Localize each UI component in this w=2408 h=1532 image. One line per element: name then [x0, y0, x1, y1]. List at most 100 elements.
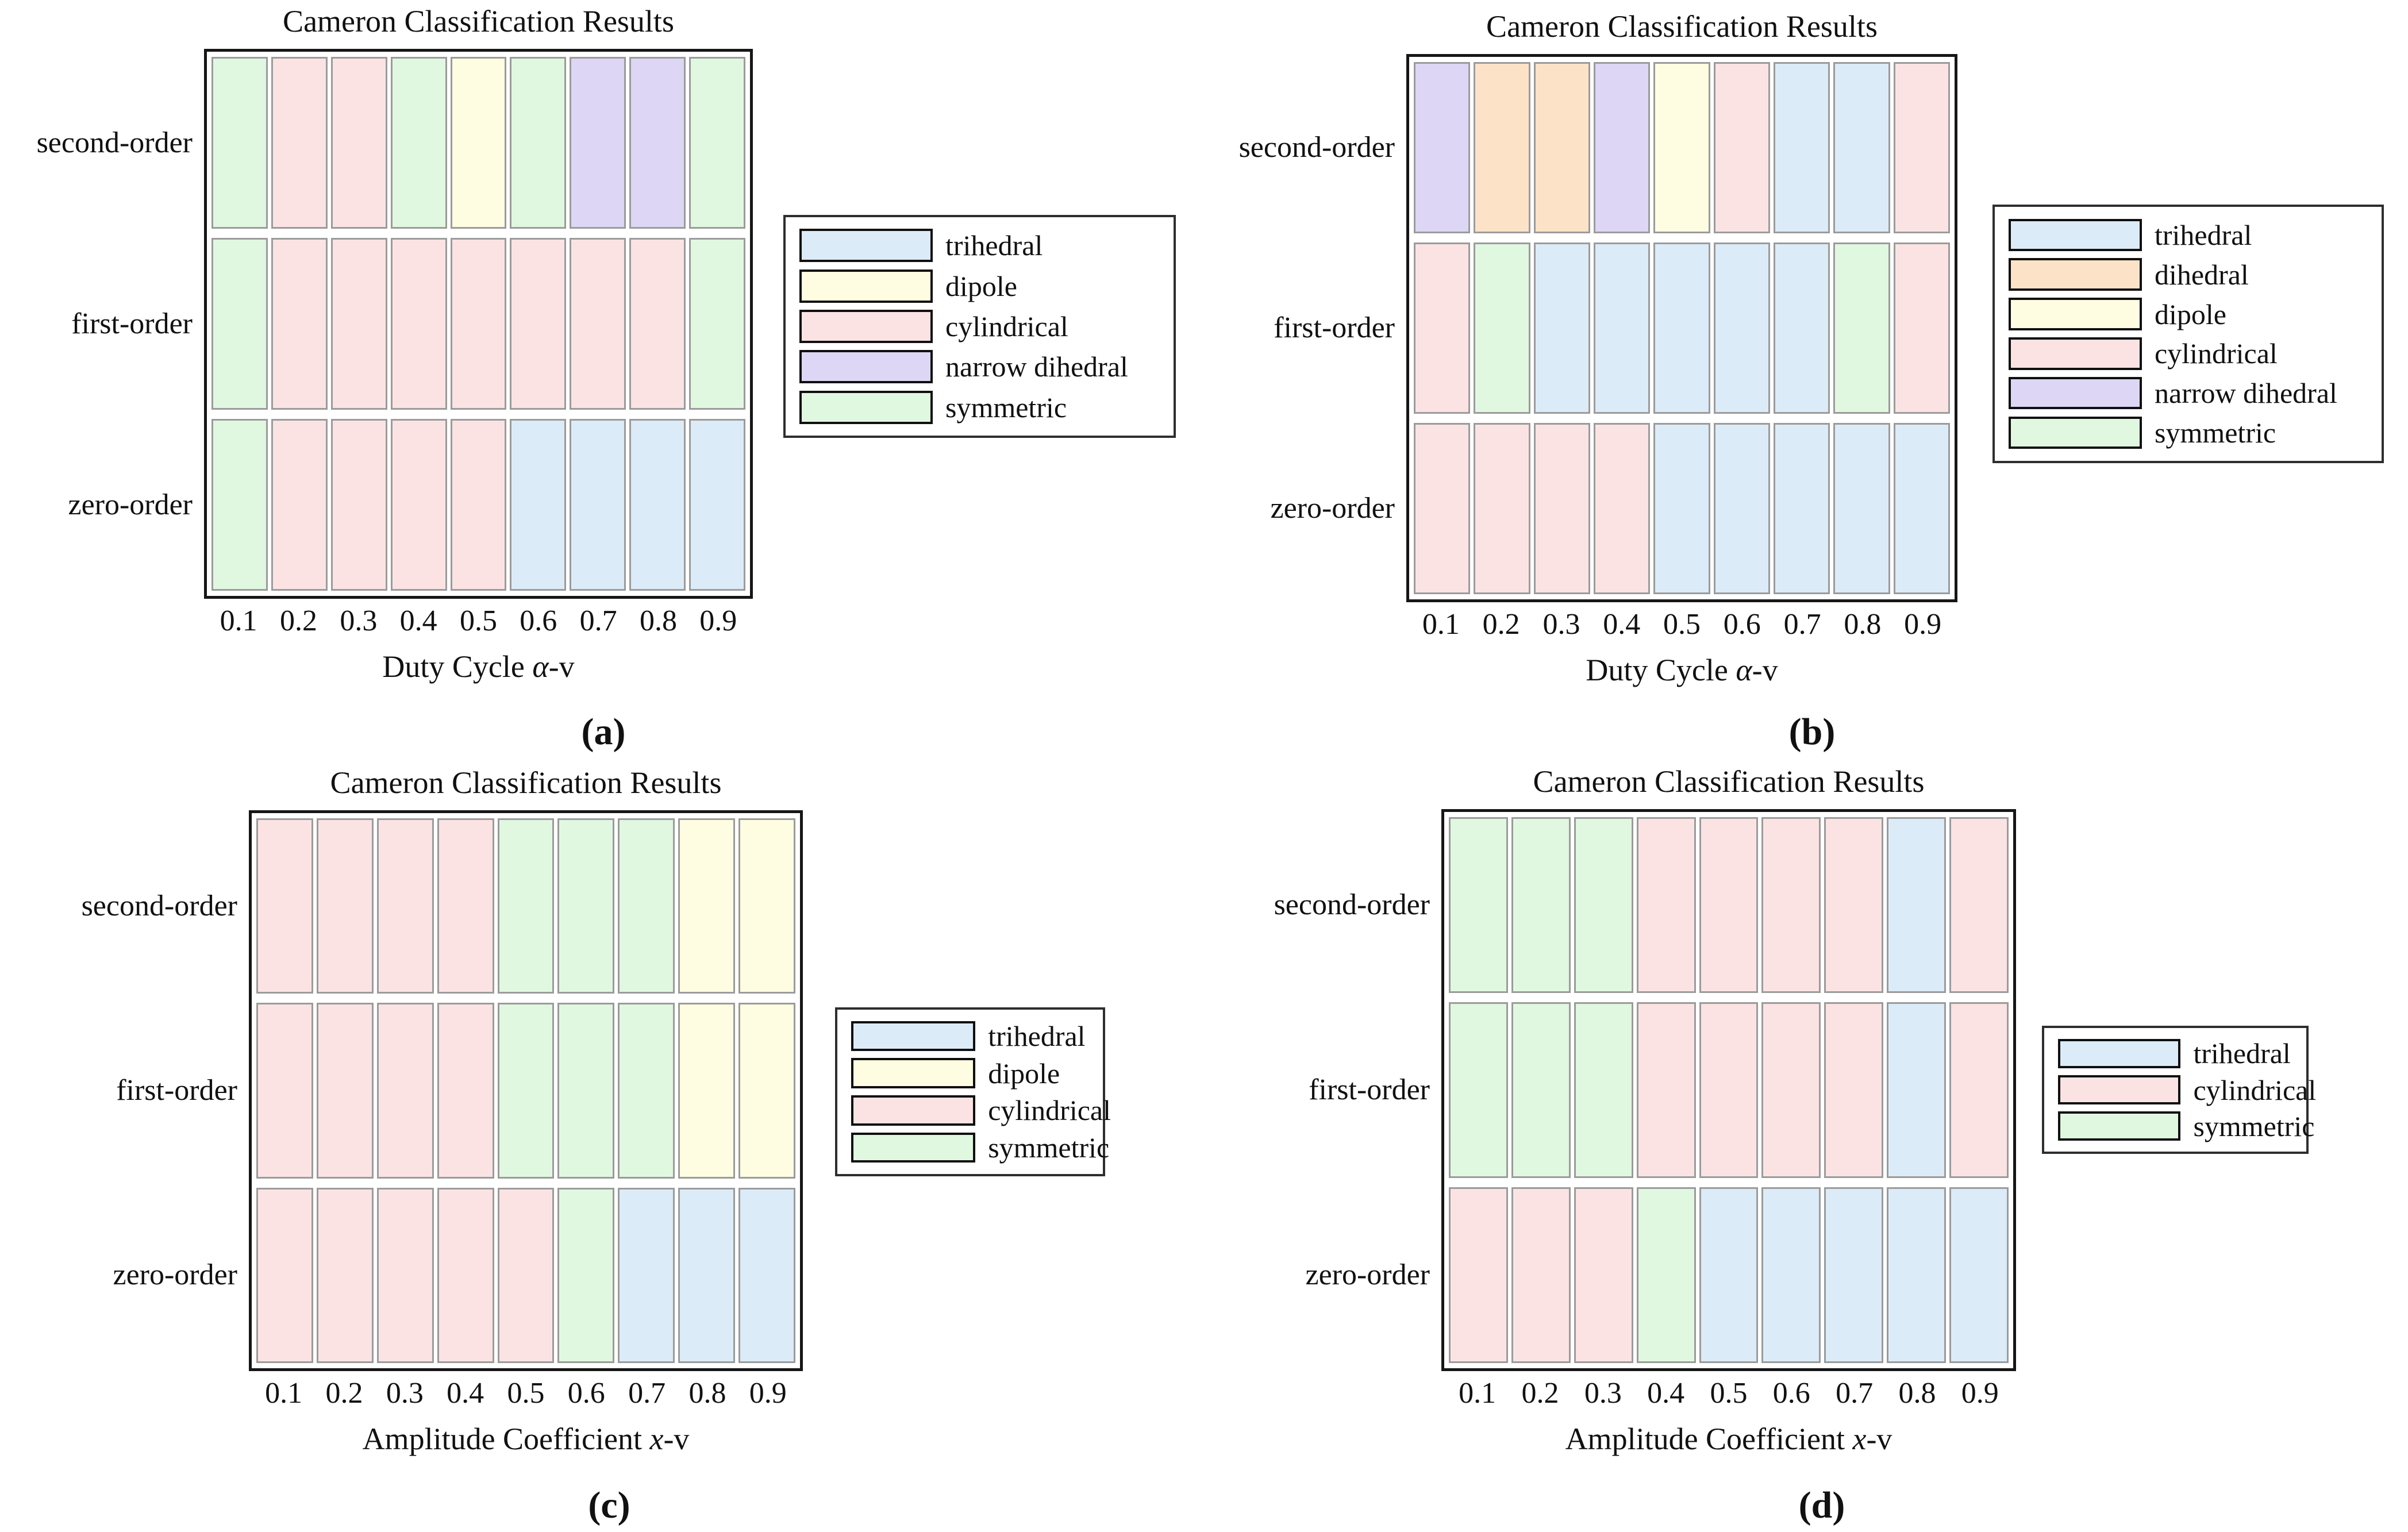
x-tick-label: 0.9	[749, 1377, 787, 1410]
grid-cell	[1511, 1002, 1571, 1178]
row-label: first-order	[116, 1074, 237, 1107]
x-tick-label: 0.2	[1521, 1377, 1559, 1410]
grid-cell	[1414, 242, 1471, 414]
legend-swatch	[2009, 337, 2142, 370]
grid-cell	[1833, 423, 1890, 594]
legend-entry: trihedral	[851, 1021, 1089, 1052]
grid-cell	[1699, 1187, 1759, 1363]
legend-entry: cylindrical	[2009, 337, 2368, 370]
chart-title: Cameron Classification Results	[1533, 764, 1925, 799]
grid-cell	[557, 818, 615, 994]
grid-cell	[1533, 62, 1590, 233]
legend-entry: symmetric	[2058, 1111, 2315, 1142]
x-tick-label: 0.9	[699, 605, 737, 637]
grid-cell	[510, 238, 567, 410]
legend-label: dipole	[2155, 298, 2226, 330]
row-band	[211, 57, 746, 229]
row-label: zero-order	[1305, 1258, 1430, 1291]
grid-cell	[1713, 423, 1770, 594]
grid-cell	[1699, 1002, 1759, 1178]
grid-cell	[1653, 423, 1710, 594]
row-label: second-order	[81, 889, 237, 922]
grid-cell	[211, 57, 268, 229]
grid-cell	[1824, 817, 1884, 993]
grid-cell	[497, 1003, 555, 1179]
grid-cell	[437, 1187, 494, 1363]
row-label: first-order	[1309, 1073, 1430, 1106]
x-axis-symbol: x	[649, 1422, 664, 1456]
grid-cell	[316, 818, 374, 994]
grid-cell	[1533, 423, 1590, 594]
legend-label: narrow dihedral	[945, 351, 1128, 383]
legend-entry: symmetric	[799, 390, 1160, 424]
grid-cell	[689, 238, 746, 410]
grid-cell	[1773, 62, 1830, 233]
grid-cell	[738, 1187, 796, 1363]
legend-swatch	[799, 309, 933, 343]
legend-label: dipole	[988, 1057, 1060, 1090]
x-axis-label-text: -v	[1752, 653, 1778, 687]
chart-title: Cameron Classification Results	[330, 765, 722, 800]
grid-cell	[316, 1187, 374, 1363]
row-band	[256, 818, 796, 994]
plot-box	[1441, 809, 2016, 1371]
row-label: zero-order	[68, 488, 193, 521]
x-tick-label: 0.2	[279, 605, 317, 637]
grid-cell	[1636, 817, 1696, 993]
grid-cell	[1414, 423, 1471, 594]
x-tick-label: 0.9	[1961, 1377, 1999, 1410]
legend-box: trihedral dihedral dipole cylindrical narrow…	[1992, 205, 2384, 463]
x-tick-label: 0.4	[1647, 1377, 1685, 1410]
legend-swatch	[2009, 218, 2142, 251]
x-tick-label: 0.2	[325, 1377, 363, 1410]
row-label: zero-order	[113, 1258, 237, 1292]
plot-box	[204, 49, 753, 599]
grid-cell	[1593, 423, 1651, 594]
legend-label: cylindrical	[2193, 1073, 2317, 1106]
grid-cell	[1773, 242, 1830, 414]
grid-cell	[1449, 1002, 1508, 1178]
x-tick-label: 0.8	[1844, 608, 1882, 641]
x-axis-label-text: -v	[548, 649, 575, 684]
row-band	[256, 1187, 796, 1363]
legend-swatch	[2058, 1038, 2181, 1068]
grid-cell	[1824, 1187, 1884, 1363]
legend-entry: dihedral	[2009, 258, 2368, 291]
grid-cell	[510, 57, 567, 229]
grid-cell	[1949, 817, 2009, 993]
x-tick-label: 0.6	[520, 605, 557, 637]
row-band	[256, 1003, 796, 1179]
grid-cell	[1593, 242, 1651, 414]
legend-label: narrow dihedral	[2155, 377, 2337, 410]
x-axis-symbol: x	[1852, 1422, 1867, 1456]
legend-swatch	[2009, 258, 2142, 291]
grid-cell	[450, 419, 507, 591]
grid-cell	[570, 57, 626, 229]
grid-cell	[618, 1003, 675, 1179]
x-tick-label: 0.6	[567, 1377, 605, 1410]
row-band	[1414, 242, 1950, 414]
grid-cell	[1824, 1002, 1884, 1178]
grid-cell	[1636, 1187, 1696, 1363]
legend-label: symmetric	[2193, 1110, 2315, 1142]
x-axis-symbol: α	[1736, 653, 1752, 687]
legend-label: symmetric	[945, 391, 1067, 424]
grid-cell	[211, 419, 268, 591]
x-tick-label: 0.6	[1723, 608, 1761, 641]
legend-label: symmetric	[988, 1131, 1110, 1164]
legend-label: cylindrical	[945, 310, 1068, 342]
legend-label: dihedral	[2155, 258, 2249, 291]
grid-cell	[629, 238, 686, 410]
grid-cell	[376, 818, 434, 994]
legend-swatch	[2009, 417, 2142, 449]
legend-entry: trihedral	[799, 229, 1160, 263]
x-tick-label: 0.8	[639, 605, 677, 637]
grid-cell	[1511, 1187, 1571, 1363]
x-tick-label: 0.8	[688, 1377, 726, 1410]
panel-caption: (c)	[588, 1484, 630, 1526]
grid-cell	[316, 1003, 374, 1179]
x-tick-label: 0.8	[1898, 1377, 1936, 1410]
legend-entry: trihedral	[2009, 218, 2368, 251]
